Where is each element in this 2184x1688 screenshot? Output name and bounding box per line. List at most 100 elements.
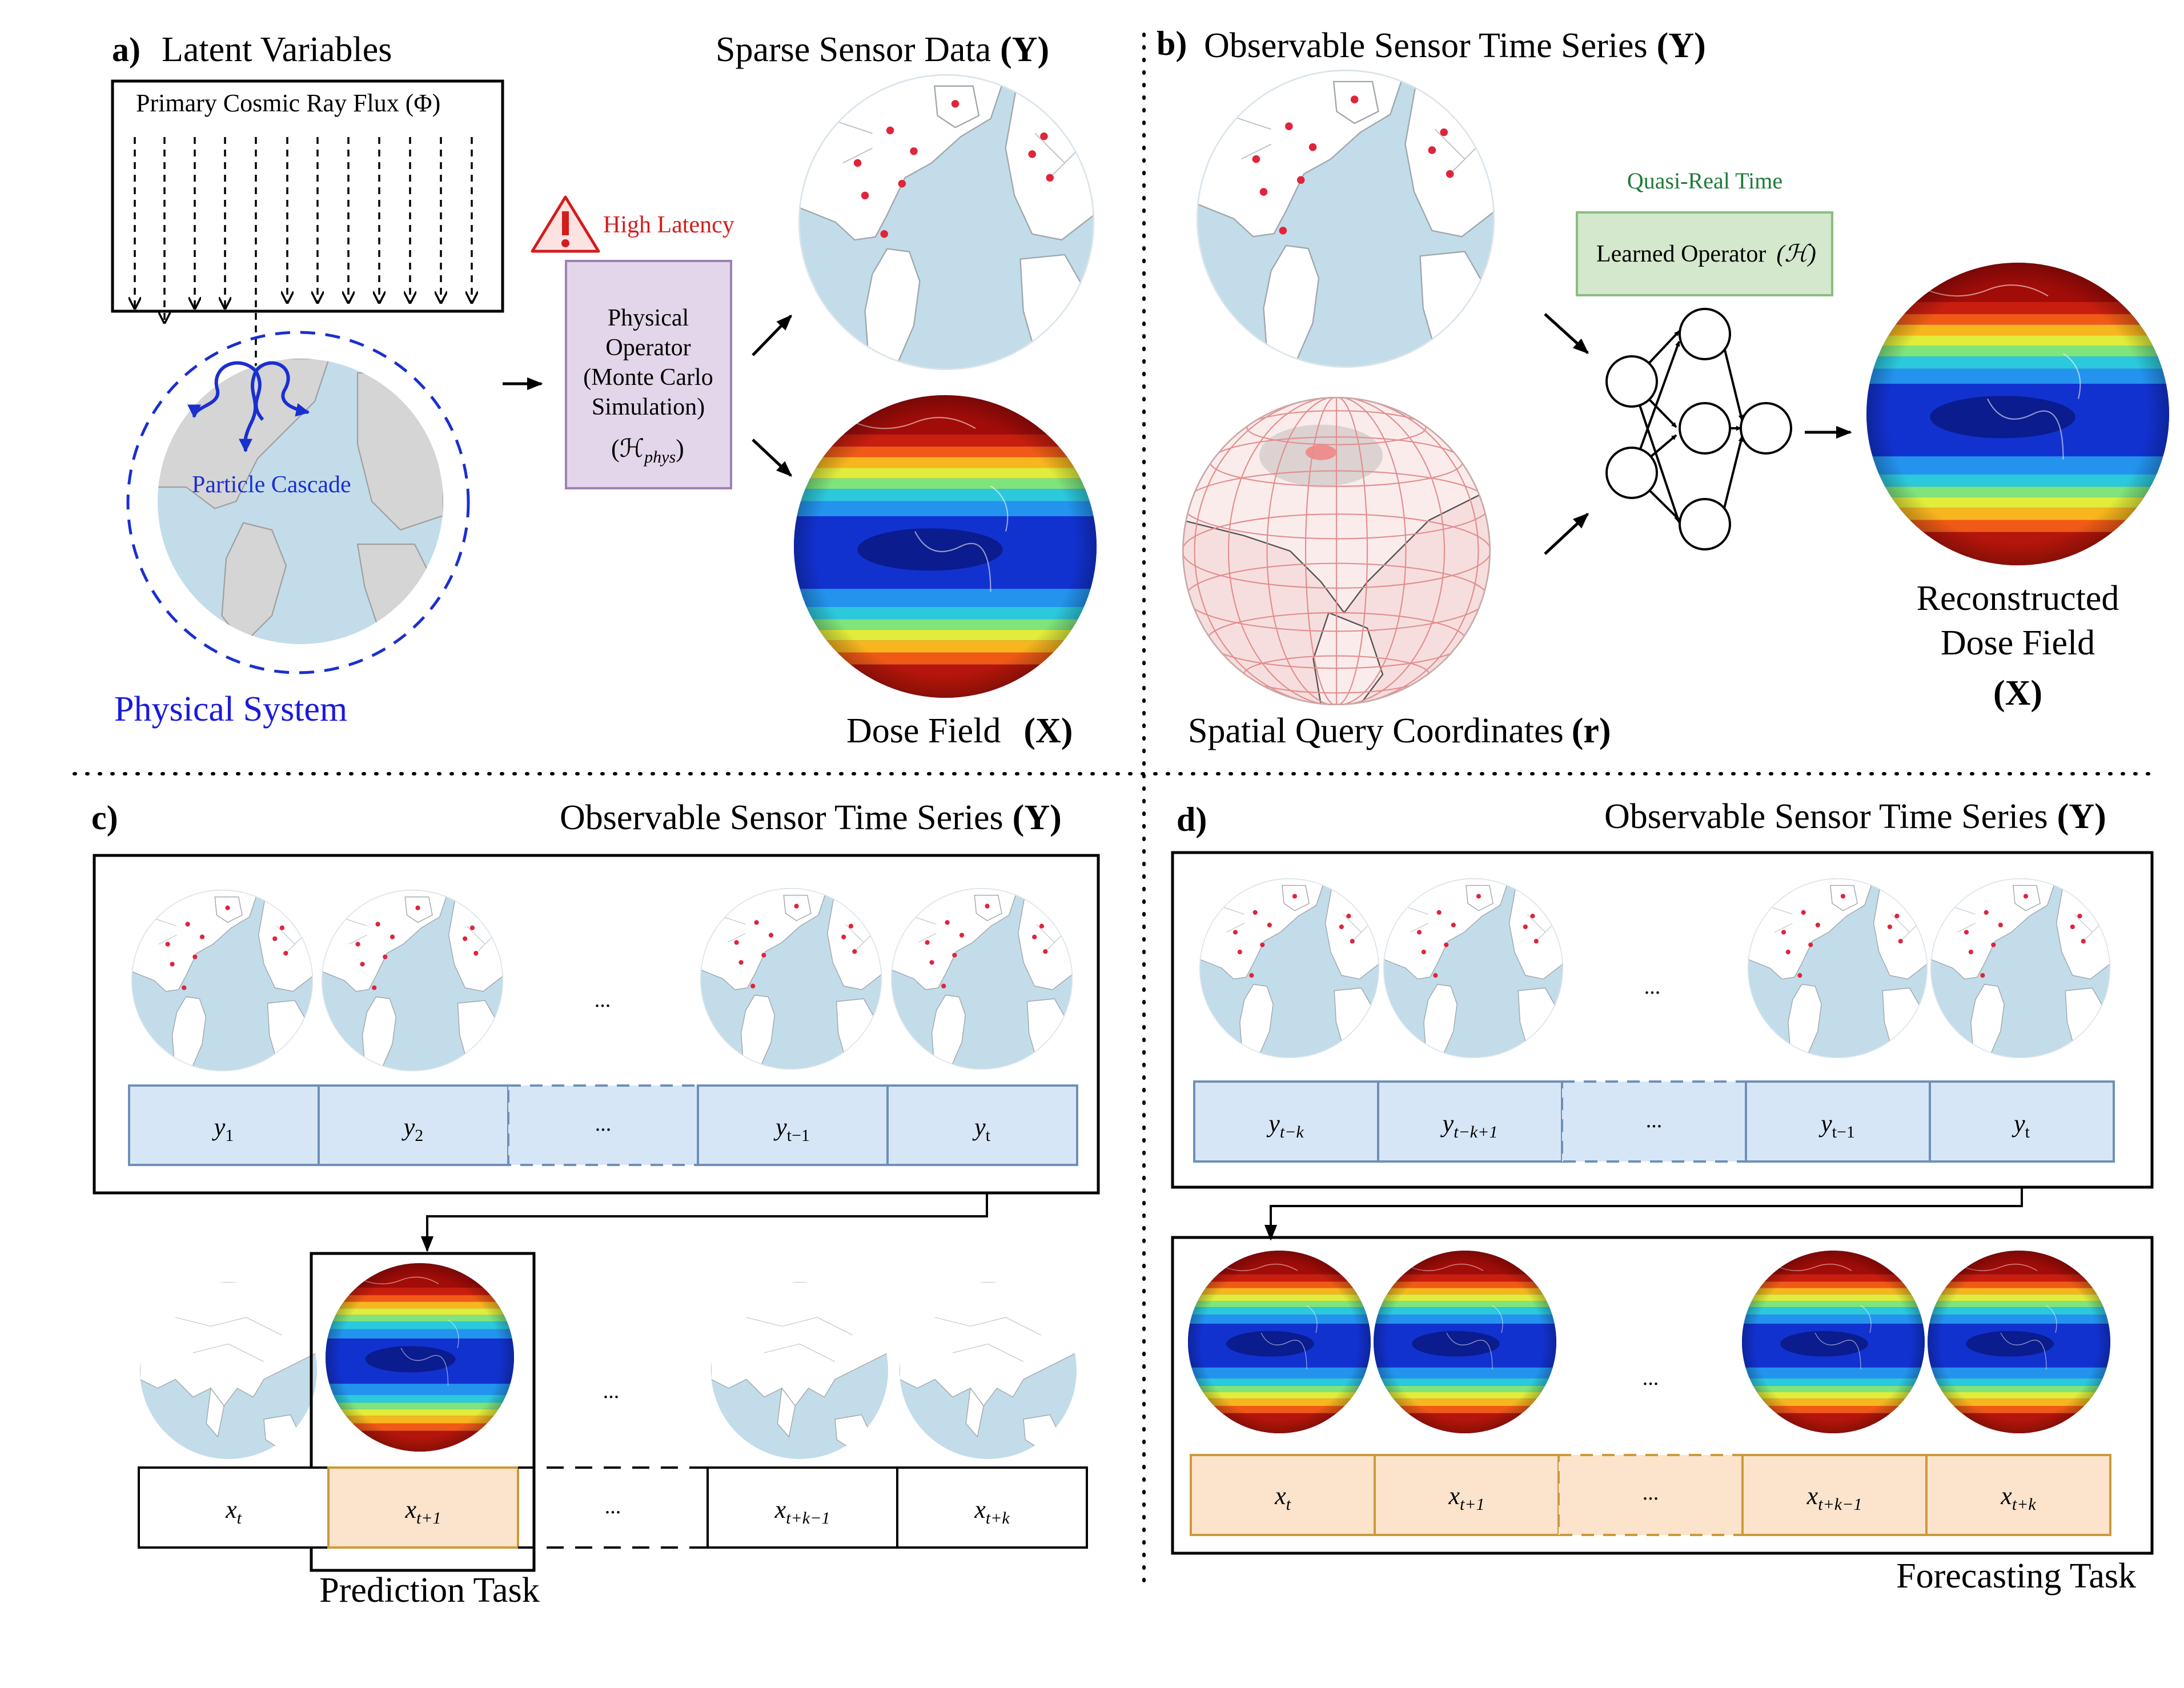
reconstructed-dose-globe [1866,263,2169,565]
x-cell: xt+k−1 [774,1496,830,1528]
panel-d-series-box [1171,851,2154,1189]
panel-b-letter: b) [1157,25,1187,62]
x-cell: ... [605,1494,621,1518]
svg-text:Reconstructed: Reconstructed [1917,579,2119,618]
sensor-globe-c-1 [131,890,313,1071]
forecast-dose-globe-2 [1374,1251,1556,1433]
panel-d-globe-ellipsis: ... [1644,975,1661,999]
svg-text:Dose Field: Dose Field [1941,624,2095,662]
x-cell: xt+1 [1448,1482,1484,1514]
y-cell: yt [972,1113,991,1145]
x-cell: xt [1274,1482,1291,1514]
physical-operator-symbol: (ℋphys) [611,435,684,467]
panel-c: c) Observable Sensor Time Series(Y) ... … [91,798,1100,1610]
forecast-dose-globe-4 [1928,1251,2110,1433]
panel-d: d) Observable Sensor Time Series(Y) ... … [1171,797,2154,1595]
particle-cascade-label: Particle Cascade [192,472,351,498]
y-cell: y1 [212,1113,234,1145]
predicted-dose-globe [326,1263,514,1452]
warning-icon [531,195,600,253]
sensor-globe-d-2 [1383,878,1563,1058]
forecast-output-box [1171,1236,2154,1555]
panel-d-x-sequence: xt xt+1 ... xt+k−1 xt+k [1190,1454,2111,1536]
y-cell: yt−1 [773,1113,810,1145]
quasi-real-time-label: Quasi-Real Time [1627,168,1782,194]
operator-to-dose-arrow [752,439,793,477]
y-cell: yt [2012,1110,2030,1142]
latency-label: High Latency [603,212,734,238]
y-cell: yt−k [1266,1110,1304,1142]
x-cell: xt+k−1 [1806,1482,1862,1514]
svg-text:(X): (X) [1993,674,2042,713]
sensor-globe-c-2 [322,890,503,1071]
sensor-to-network-arrow [1544,313,1589,354]
panel-c-flow-arrow [420,1193,988,1252]
panel-d-title: Observable Sensor Time Series(Y) [1604,797,2106,836]
x-cell: xt+1 [404,1496,441,1528]
svg-text:Simulation): Simulation) [592,394,705,420]
prediction-task-label: Prediction Task [319,1571,539,1610]
plain-globe-c-1 [140,1282,317,1459]
panel-a-letter: a) [112,31,140,69]
physical-system-globe [158,359,443,644]
x-cell: ... [1643,1481,1659,1505]
panel-d-y-sequence: yt−k yt−k+1 ... yt−1 yt [1193,1080,2115,1163]
operator-to-sensor-arrow [752,314,792,356]
panel-b: b) Observable Sensor Time Series(Y) Spat… [1157,25,2169,750]
physical-operator-text: Physical Operator (Monte Carlo Simulatio… [583,305,713,420]
panel-a-title: Latent Variables [162,30,392,69]
spatial-query-title: Spatial Query Coordinates(r) [1188,712,1611,750]
plain-globe-c-2 [711,1282,888,1459]
panel-c-output-ellipsis: ... [603,1379,620,1403]
flux-label: Primary Cosmic Ray Flux (Φ) [136,89,440,117]
panel-d-letter: d) [1177,801,1207,838]
physical-system-label: Physical System [114,690,347,729]
forecast-dose-globe-3 [1742,1251,1925,1433]
svg-text:Operator: Operator [605,335,690,361]
forecasting-task-label: Forecasting Task [1896,1557,2136,1595]
sparse-sensor-title: Sparse Sensor Data(Y) [716,30,1049,69]
svg-text:(Monte Carlo: (Monte Carlo [583,364,713,391]
flux-arrows [135,137,472,388]
x-cell: xt+k [2000,1482,2036,1514]
y-cell: ... [595,1112,612,1136]
panel-c-globe-ellipsis: ... [595,988,611,1012]
forecast-dose-globe-1 [1188,1251,1371,1433]
x-cell: xt [225,1496,242,1528]
panel-d-output-ellipsis: ... [1643,1366,1659,1390]
panel-b-title: Observable Sensor Time Series(Y) [1204,26,1706,65]
y-cell: yt−1 [1818,1110,1855,1142]
panel-c-letter: c) [91,799,118,837]
learned-operator-box [1576,211,1833,296]
panel-c-series-box [93,854,1100,1195]
observable-sensor-globe [1197,70,1495,368]
flux-box [111,79,504,313]
y-cell: ... [1646,1108,1663,1132]
sensor-globe-d-4 [1930,878,2110,1058]
panel-a: a) Latent Variables Primary Cosmic Ray F… [111,30,1097,750]
panel-d-flow-arrow [1264,1187,2023,1241]
neural-network-icon [1605,308,1792,550]
physical-operator-box [565,260,732,489]
sparse-sensor-globe [798,74,1094,370]
panel-c-title: Observable Sensor Time Series(Y) [560,798,1062,837]
x-cell: xt+k [974,1496,1010,1528]
prediction-target-box [310,1252,536,1572]
spatial-query-globe [1182,397,1491,705]
sensor-globe-d-1 [1199,878,1379,1058]
sensor-globe-d-3 [1748,878,1928,1058]
panel-c-x-sequence: xt xt+1 ... xt+k−1 xt+k [138,1466,1088,1549]
atmosphere-boundary [126,331,470,674]
reconstructed-dose-title: Reconstructed Dose Field (X) [1917,579,2119,713]
dose-field-globe [794,395,1097,698]
y-cell: y2 [402,1113,424,1145]
svg-text:Physical: Physical [608,305,689,331]
y-cell: yt−k+1 [1440,1110,1498,1142]
dose-field-title: Dose Field(X) [846,712,1073,750]
sensor-globe-c-3 [700,888,882,1070]
sensor-globe-c-4 [891,888,1073,1070]
panel-c-y-sequence: y1 y2 ... yt−1 yt [128,1084,1078,1166]
particle-cascade-icon [187,361,310,453]
query-to-network-arrow [1544,513,1589,555]
